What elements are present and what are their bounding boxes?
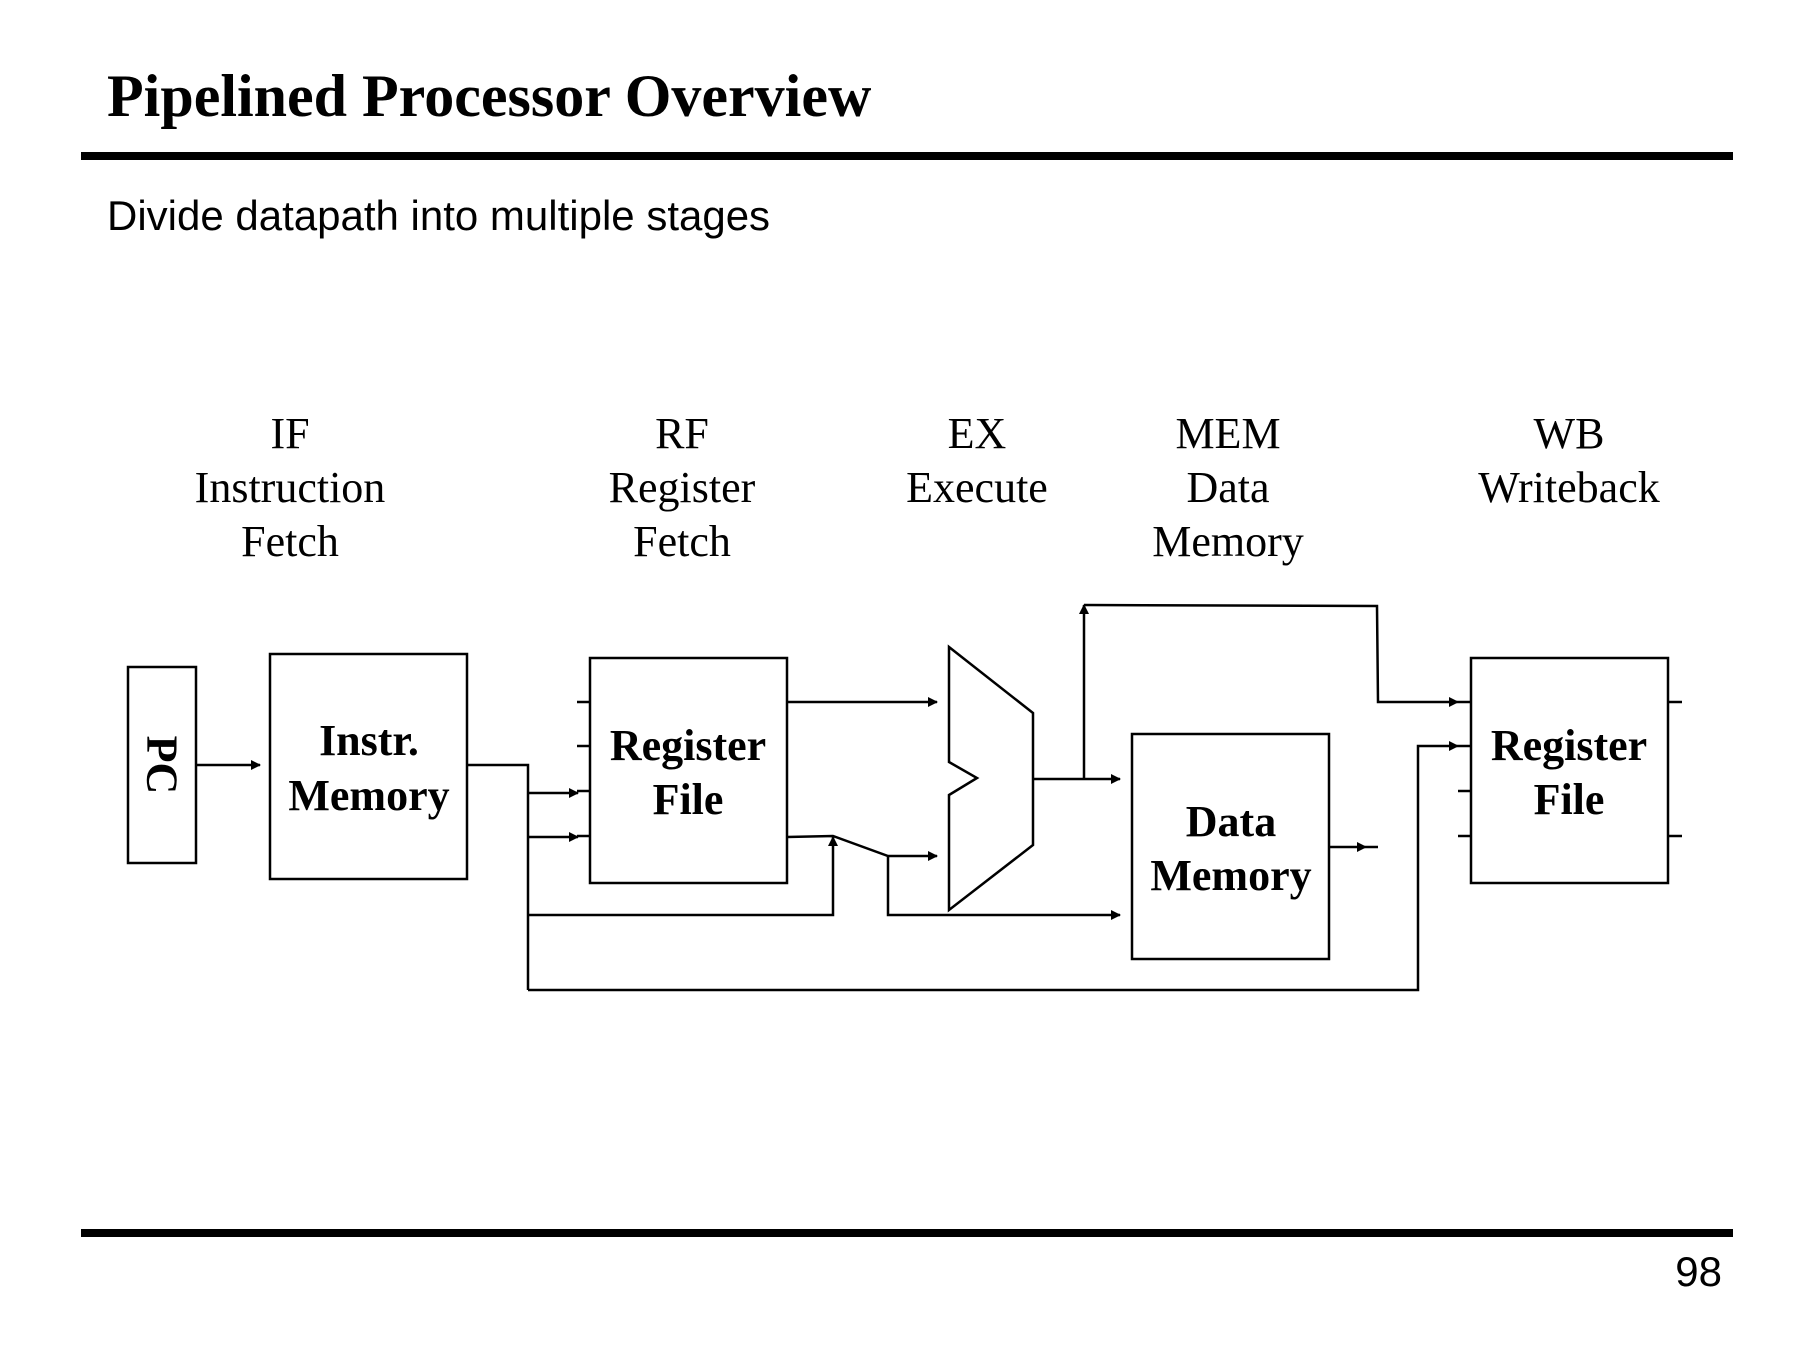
stage-label-mem: MEM Data Memory [1152, 409, 1304, 566]
stage-if-name-line2: Fetch [241, 517, 339, 566]
wire-store-data [886, 856, 1121, 920]
register-file-wb-label-line1: Register [1491, 721, 1647, 770]
stage-ex-abbr: EX [948, 409, 1007, 458]
datapath-wires [196, 603, 1459, 992]
register-file-rf-box [588, 656, 789, 885]
stage-ex-name-line1: Execute [906, 463, 1048, 512]
instr-memory-block: Instr. Memory [268, 652, 469, 881]
data-memory-block: Data Memory [1130, 732, 1331, 961]
stage-if-abbr: IF [270, 409, 309, 458]
instr-memory-label-line1: Instr. [319, 716, 419, 765]
stage-mem-abbr: MEM [1175, 409, 1280, 458]
stage-rf-abbr: RF [655, 409, 709, 458]
register-file-rf-block: Register File [588, 656, 789, 885]
wire-write-register [528, 741, 1459, 992]
stage-rf-name-line1: Register [609, 463, 756, 512]
stage-mem-name-line1: Data [1186, 463, 1269, 512]
register-file-wb-label-line2: File [1534, 775, 1605, 824]
footer-rule [81, 1229, 1733, 1237]
register-file-rf-label-line2: File [653, 775, 724, 824]
instr-memory-label-line2: Memory [288, 771, 449, 820]
stage-if-name-line1: Instruction [195, 463, 386, 512]
stage-label-wb: WB Writeback [1478, 409, 1659, 512]
alu-shape [947, 644, 1035, 913]
stage-wb-abbr: WB [1534, 409, 1605, 458]
instr-memory-box [268, 652, 469, 881]
wire-alu-bypass-to-wb [1083, 603, 1459, 707]
wire-imem-bus [467, 763, 530, 990]
pc-block: PC [126, 665, 198, 865]
slide-subtitle: Divide datapath into multiple stages [107, 192, 771, 239]
wire-immediate [528, 836, 838, 917]
data-memory-box [1130, 732, 1331, 961]
wire-rf-b-to-alu [786, 834, 938, 861]
stage-mem-name-line2: Memory [1152, 517, 1304, 566]
title-rule [81, 152, 1733, 160]
register-file-wb-block: Register File [1469, 656, 1670, 885]
data-memory-label-line1: Data [1186, 797, 1276, 846]
stage-label-ex: EX Execute [906, 409, 1048, 512]
stage-label-rf: RF Register Fetch [609, 409, 756, 566]
pc-box [126, 665, 198, 865]
slide-title: Pipelined Processor Overview [107, 63, 872, 129]
stage-wb-name-line1: Writeback [1478, 463, 1659, 512]
page-number: 98 [1675, 1248, 1722, 1295]
register-file-rf-label-line1: Register [610, 721, 766, 770]
register-file-wb-box [1469, 656, 1670, 885]
pc-label: PC [138, 736, 187, 795]
stage-label-if: IF Instruction Fetch [195, 409, 386, 566]
port-stubs [577, 700, 1682, 838]
data-memory-label-line2: Memory [1150, 851, 1311, 900]
stage-rf-name-line2: Fetch [633, 517, 731, 566]
